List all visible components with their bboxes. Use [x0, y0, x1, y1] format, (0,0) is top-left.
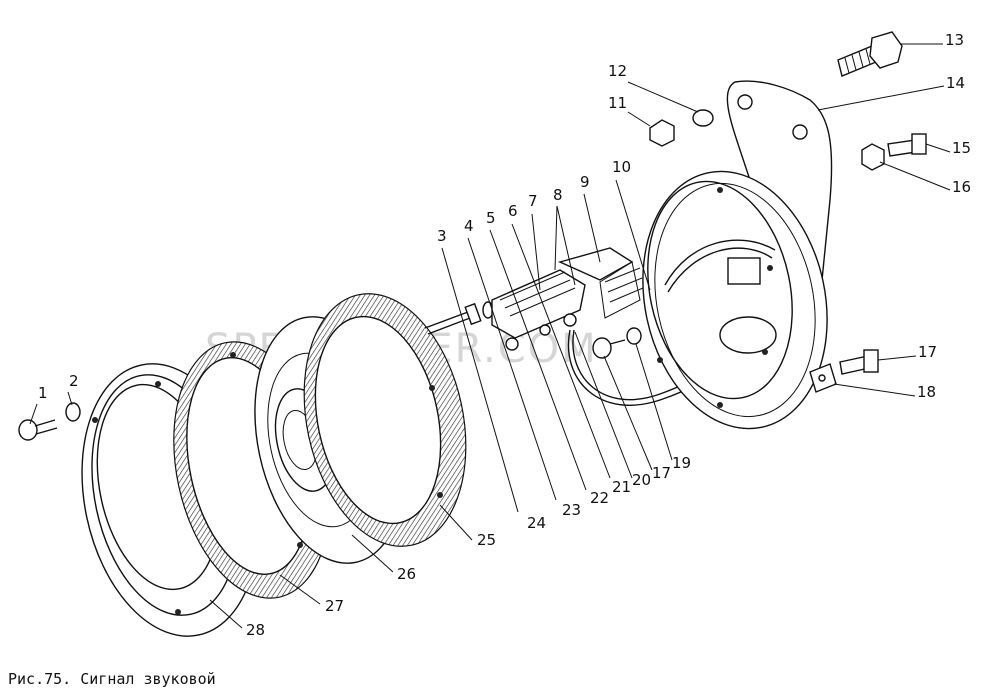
part-label-1: 1	[38, 384, 48, 402]
bolt-large	[837, 31, 903, 77]
part-label-5: 5	[486, 209, 496, 227]
part-label-8: 8	[553, 186, 563, 204]
screw-washer-small	[592, 327, 642, 359]
part-label-2: 2	[69, 372, 79, 390]
part-label-3: 3	[437, 227, 447, 245]
part-label-9: 9	[580, 173, 590, 191]
part-label-18: 18	[917, 383, 936, 401]
part-label-13: 13	[945, 31, 964, 49]
part-label-26: 26	[397, 565, 416, 583]
part-label-25: 25	[477, 531, 496, 549]
figure-caption: Рис.75. Сигнал звуковой	[8, 670, 216, 688]
part-label-19: 19	[672, 454, 691, 472]
part-label-21: 21	[612, 478, 631, 496]
part-label-17: 17	[918, 343, 937, 361]
part-label-22: 22	[590, 489, 609, 507]
part-label-27: 27	[325, 597, 344, 615]
part-label-14: 14	[946, 74, 965, 92]
housing-with-bracket	[642, 80, 833, 430]
part-label-23: 23	[562, 501, 581, 519]
nut-small	[649, 119, 675, 147]
part-label-7: 7	[528, 192, 538, 210]
part-label-17: 17	[652, 464, 671, 482]
part-label-10: 10	[612, 158, 631, 176]
part-label-6: 6	[508, 202, 518, 220]
screw-washer-front	[18, 402, 81, 441]
part-label-4: 4	[464, 217, 474, 235]
washer-spring	[692, 109, 714, 127]
part-label-24: 24	[527, 514, 546, 532]
bolt-nut-right	[861, 133, 927, 171]
part-label-28: 28	[246, 621, 265, 639]
part-label-12: 12	[608, 62, 627, 80]
leader-lines	[29, 43, 951, 629]
part-label-20: 20	[632, 471, 651, 489]
part-label-15: 15	[952, 139, 971, 157]
rear-gasket-ring	[303, 293, 467, 547]
part-label-16: 16	[952, 178, 971, 196]
part-label-11: 11	[608, 94, 627, 112]
